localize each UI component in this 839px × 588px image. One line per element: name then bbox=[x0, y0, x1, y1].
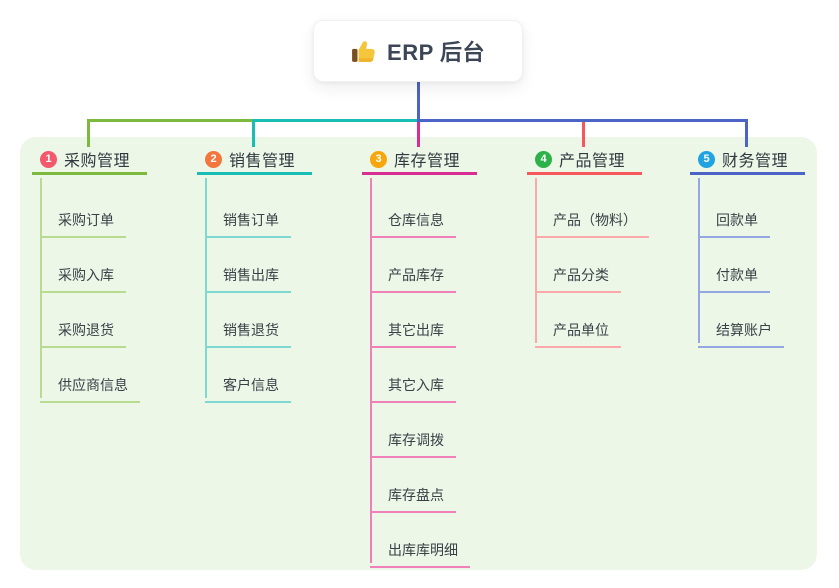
child-node[interactable]: 产品（物料） bbox=[535, 206, 649, 238]
branch-sales: 2 销售管理 销售订单 销售出库 销售退货 客户信息 bbox=[197, 146, 312, 403]
thumbs-up-icon bbox=[351, 38, 377, 64]
children-connector-line bbox=[370, 178, 372, 563]
root-node-label: ERP 后台 bbox=[387, 40, 485, 65]
branch-badge: 1 bbox=[40, 150, 57, 168]
child-node[interactable]: 采购订单 bbox=[40, 206, 126, 238]
branch-node-sales[interactable]: 2 销售管理 bbox=[197, 146, 312, 175]
children-connector-line bbox=[535, 178, 537, 343]
branch-title: 财务管理 bbox=[722, 153, 789, 170]
root-connector-line bbox=[417, 82, 420, 122]
drop-line-purchase bbox=[87, 119, 90, 147]
branch-badge: 2 bbox=[205, 150, 222, 168]
child-node[interactable]: 销售出库 bbox=[205, 261, 291, 293]
drop-line-inventory bbox=[417, 119, 420, 147]
child-node[interactable]: 销售退货 bbox=[205, 316, 291, 348]
child-node[interactable]: 其它出库 bbox=[370, 316, 456, 348]
child-node[interactable]: 库存调拨 bbox=[370, 426, 456, 458]
child-node[interactable]: 采购入库 bbox=[40, 261, 126, 293]
branch-title: 产品管理 bbox=[559, 153, 626, 170]
child-node[interactable]: 其它入库 bbox=[370, 371, 456, 403]
drop-line-finance bbox=[745, 119, 748, 147]
branch-badge: 3 bbox=[370, 150, 387, 168]
child-node[interactable]: 供应商信息 bbox=[40, 371, 140, 403]
child-node[interactable]: 出库库明细 bbox=[370, 536, 470, 568]
drop-line-product bbox=[582, 119, 585, 147]
child-node[interactable]: 产品单位 bbox=[535, 316, 621, 348]
branch-title: 采购管理 bbox=[64, 153, 131, 170]
children-connector-line bbox=[698, 178, 700, 343]
child-node[interactable]: 采购退货 bbox=[40, 316, 126, 348]
branch-title: 销售管理 bbox=[229, 153, 296, 170]
child-node[interactable]: 仓库信息 bbox=[370, 206, 456, 238]
branch-product: 4 产品管理 产品（物料） 产品分类 产品单位 bbox=[527, 146, 649, 348]
drop-line-sales bbox=[252, 119, 255, 147]
branch-node-finance[interactable]: 5 财务管理 bbox=[690, 146, 805, 175]
branch-title: 库存管理 bbox=[394, 153, 461, 170]
child-node[interactable]: 销售订单 bbox=[205, 206, 291, 238]
child-node[interactable]: 付款单 bbox=[698, 261, 770, 293]
child-node[interactable]: 产品库存 bbox=[370, 261, 456, 293]
branch-inventory: 3 库存管理 仓库信息 产品库存 其它出库 其它入库 库存调拨 库存盘点 出库库… bbox=[362, 146, 477, 568]
bus-segment-purchase bbox=[87, 119, 254, 122]
branch-finance: 5 财务管理 回款单 付款单 结算账户 bbox=[690, 146, 805, 348]
child-node[interactable]: 客户信息 bbox=[205, 371, 291, 403]
child-node[interactable]: 结算账户 bbox=[698, 316, 784, 348]
branch-node-inventory[interactable]: 3 库存管理 bbox=[362, 146, 477, 175]
children-connector-line bbox=[40, 178, 42, 398]
child-node[interactable]: 库存盘点 bbox=[370, 481, 456, 513]
bus-segment-finance bbox=[417, 119, 748, 122]
bus-segment-sales bbox=[252, 119, 419, 122]
child-node[interactable]: 产品分类 bbox=[535, 261, 621, 293]
child-node[interactable]: 回款单 bbox=[698, 206, 770, 238]
children-connector-line bbox=[205, 178, 207, 398]
branch-node-product[interactable]: 4 产品管理 bbox=[527, 146, 642, 175]
root-node[interactable]: ERP 后台 bbox=[313, 20, 523, 82]
branch-badge: 5 bbox=[698, 150, 715, 168]
branches-panel bbox=[20, 137, 817, 570]
branch-node-purchase[interactable]: 1 采购管理 bbox=[32, 146, 147, 175]
branch-purchase: 1 采购管理 采购订单 采购入库 采购退货 供应商信息 bbox=[32, 146, 147, 403]
branch-badge: 4 bbox=[535, 150, 552, 168]
